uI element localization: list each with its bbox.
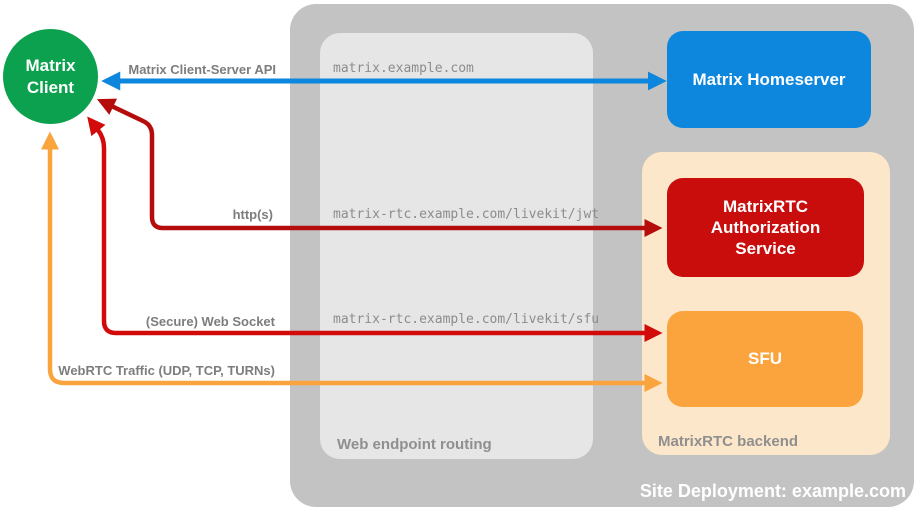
endpoint-livekit-jwt: matrix-rtc.example.com/livekit/jwt	[333, 207, 600, 222]
endpoint-livekit-sfu: matrix-rtc.example.com/livekit/sfu	[333, 312, 600, 327]
webrtc-traffic-label: WebRTC Traffic (UDP, TCP, TURNs)	[58, 363, 275, 378]
sfu-label: SFU	[748, 349, 782, 369]
endpoint-homeserver-domain: matrix.example.com	[333, 61, 474, 76]
client-server-api-label: Matrix Client-Server API	[128, 62, 276, 77]
matrixrtc-authorization-service-node: MatrixRTC Authorization Service	[667, 178, 864, 277]
matrix-client-label: Matrix Client	[25, 56, 76, 97]
https-label: http(s)	[232, 207, 273, 222]
matrix-homeserver-label: Matrix Homeserver	[692, 69, 846, 89]
matrix-homeserver-node: Matrix Homeserver	[667, 31, 871, 128]
sfu-node: SFU	[667, 311, 863, 407]
matrix-client-node: Matrix Client	[3, 29, 98, 124]
matrixrtc-backend-label: MatrixRTC backend	[658, 433, 799, 450]
site-deployment-label: Site Deployment: example.com	[639, 481, 906, 501]
web-endpoint-routing-label: Web endpoint routing	[337, 436, 492, 453]
websocket-label: (Secure) Web Socket	[145, 314, 275, 329]
web-endpoint-routing-container	[320, 33, 593, 459]
auth-service-label: MatrixRTC Authorization Service	[710, 196, 821, 259]
